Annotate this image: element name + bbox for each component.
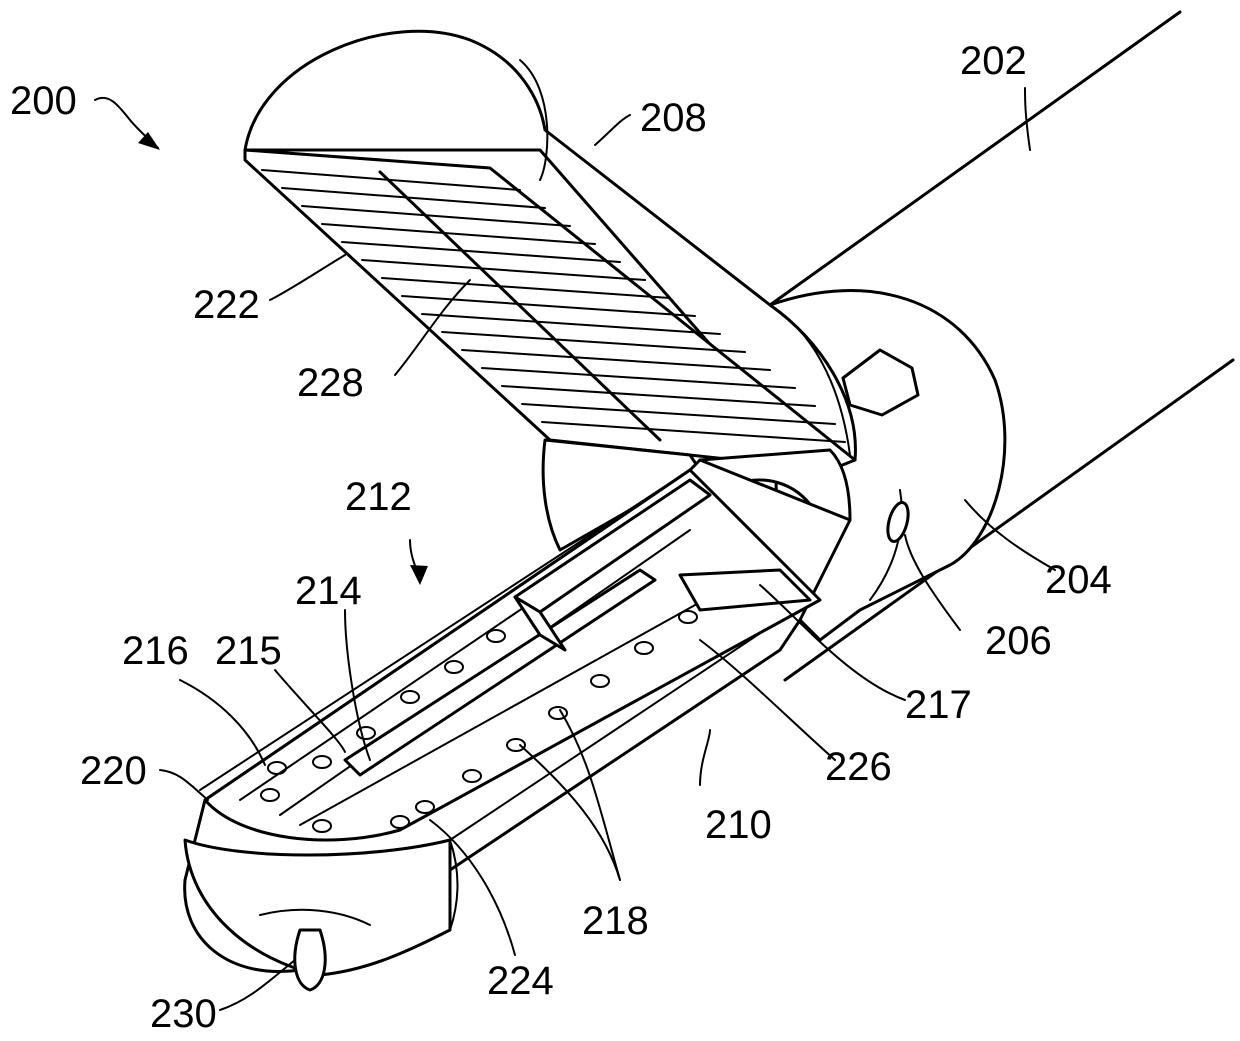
label-228: 228 <box>297 361 364 405</box>
label-222: 222 <box>193 283 260 327</box>
label-218: 218 <box>582 899 649 943</box>
label-226: 226 <box>825 745 892 789</box>
label-206: 206 <box>985 619 1052 663</box>
tip-230 <box>295 930 325 990</box>
label-214: 214 <box>295 569 362 613</box>
label-215: 215 <box>215 629 282 673</box>
label-220: 220 <box>80 749 147 793</box>
label-200: 200 <box>10 79 77 123</box>
label-217: 217 <box>905 683 972 727</box>
label-202: 202 <box>960 39 1027 83</box>
label-212: 212 <box>345 475 412 519</box>
label-208: 208 <box>640 96 707 140</box>
label-230: 230 <box>150 992 217 1036</box>
label-204: 204 <box>1045 558 1112 602</box>
label-216: 216 <box>122 629 189 673</box>
label-224: 224 <box>487 959 554 1003</box>
label-210: 210 <box>705 803 772 847</box>
